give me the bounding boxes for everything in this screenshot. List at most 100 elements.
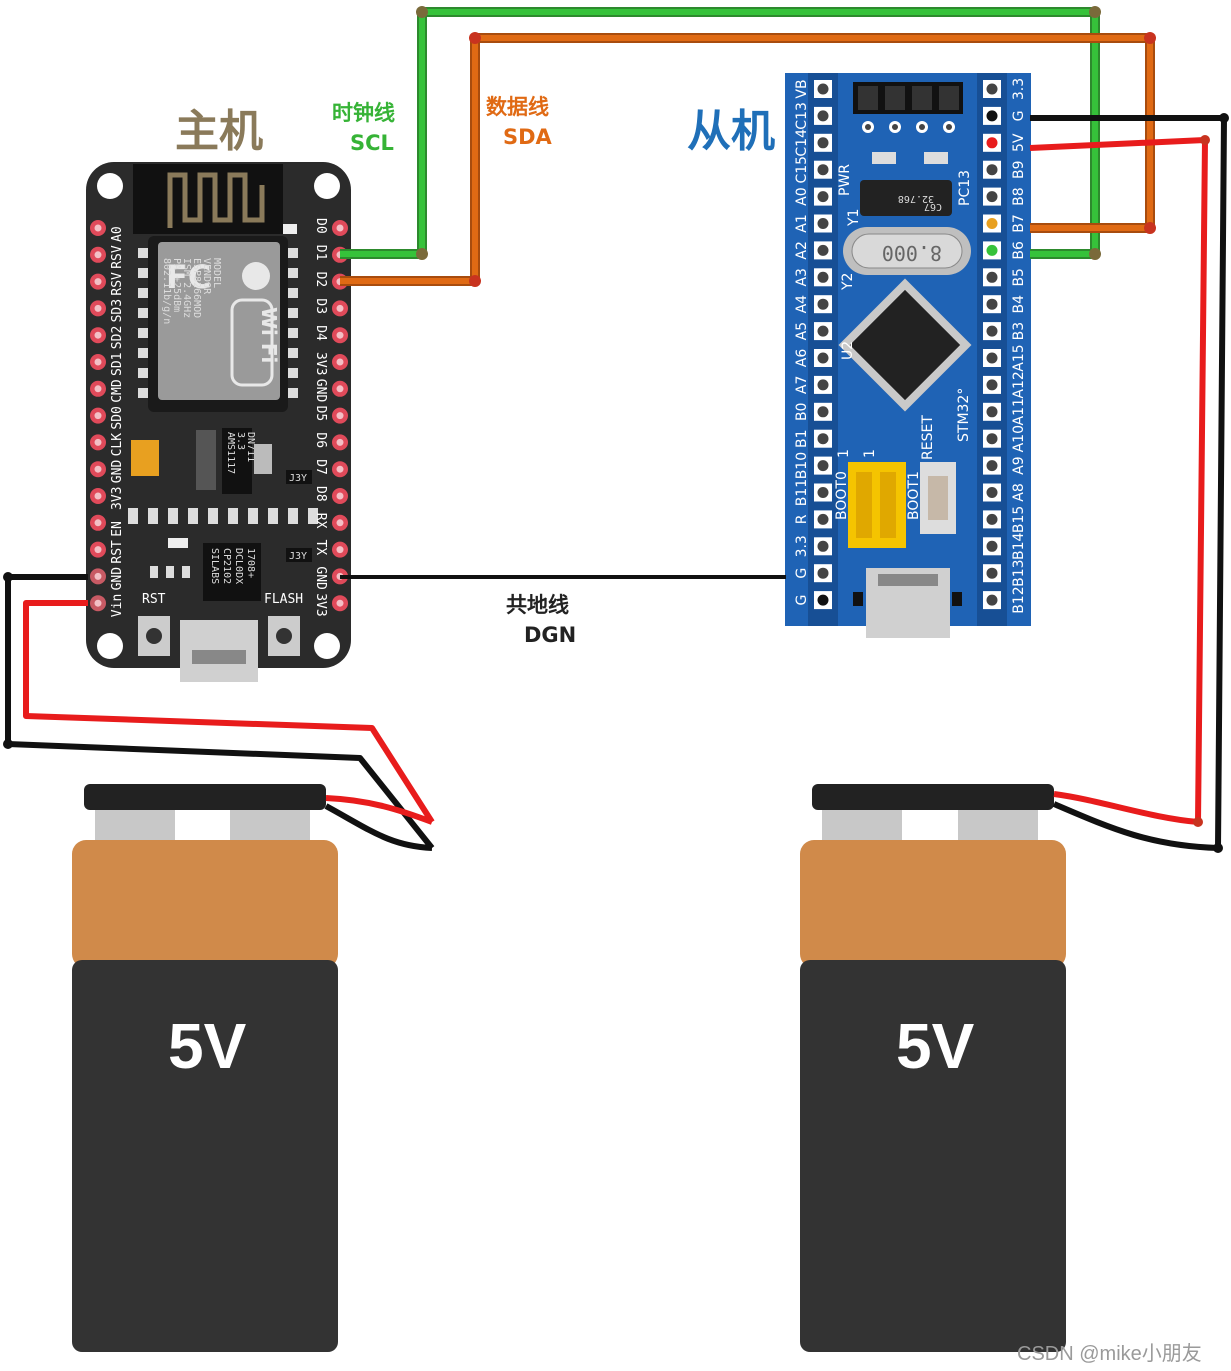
battery-terminal-icon <box>822 810 902 840</box>
pin-hole <box>986 110 998 122</box>
stm-left-pin-label: A7 <box>794 376 810 394</box>
esp-left-pin-label: GND <box>110 567 125 591</box>
swd-pin <box>939 86 959 110</box>
jumper-1-label: 1 <box>836 449 852 458</box>
stm-right-pin-label: G <box>1011 110 1027 121</box>
junction-dot <box>416 248 428 260</box>
esp-left-pin-label: SD2 <box>110 326 125 349</box>
main-crystal-inner <box>851 233 963 269</box>
pin-hole <box>336 331 344 339</box>
pin-hole <box>817 513 829 525</box>
module-text-line: 802.11b/g/n <box>161 258 172 324</box>
module-text-line: PA +25dBm <box>171 258 182 312</box>
esp-right-pin-label: D0 <box>313 218 328 234</box>
pin-hole <box>817 83 829 95</box>
stm-micro-usb-slot <box>878 574 938 586</box>
data-line-label: 数据线 <box>486 95 549 119</box>
pin-hole <box>817 594 829 606</box>
pin-hole <box>94 304 102 312</box>
pin-hole <box>986 567 998 579</box>
pin-hole <box>94 358 102 366</box>
pin-hole <box>94 438 102 446</box>
stm-right-pin-label: 5V <box>1011 133 1027 152</box>
stm-right-pin-label: B14 <box>1011 532 1027 560</box>
scl-label: SCL <box>350 131 394 155</box>
esp-left-pin-label: SD0 <box>110 406 125 429</box>
pin-hole <box>817 244 829 256</box>
smd-part <box>168 538 188 548</box>
scl-wire <box>340 9 1098 257</box>
module-text-line: ESP8266MOD <box>191 258 202 318</box>
pin-hole <box>94 331 102 339</box>
pin-hole <box>817 487 829 498</box>
mounting-hole <box>314 173 340 199</box>
esp-left-pin-label: CLK <box>110 433 125 457</box>
pin-hole <box>817 271 829 283</box>
pin-hole <box>336 519 344 527</box>
esp-right-pin-label: TX <box>313 540 328 556</box>
stm-right-pin-label: B9 <box>1011 160 1027 179</box>
stm-right-pin-label: A12 <box>1011 371 1027 398</box>
stm-right-pin-label: B5 <box>1011 268 1027 287</box>
stm-left-pin-label: VB <box>794 79 810 98</box>
stm32-label: STM32° <box>956 388 972 442</box>
pc13-led <box>924 152 948 164</box>
module-pad <box>138 348 148 358</box>
pwr-label: PWR <box>837 164 853 196</box>
swd-pin <box>885 86 905 110</box>
pin-hole <box>986 271 998 283</box>
module-pads <box>138 248 298 398</box>
y1-label: Y1 <box>846 209 862 227</box>
junction-dot <box>1089 248 1101 260</box>
pin-hole <box>817 540 829 552</box>
stm-right-pin-label: B6 <box>1011 241 1027 260</box>
junction-dot <box>1089 6 1101 18</box>
junction-dot <box>1219 113 1229 123</box>
jumper-1-label-2: 1 <box>862 449 878 458</box>
usb-chip-text-line: DCL0DX <box>233 548 244 584</box>
mounting-hole <box>314 633 340 659</box>
right-battery-red-lead <box>1053 791 1199 825</box>
pin-hole <box>986 433 998 445</box>
pin-hole <box>336 385 344 393</box>
u2-label: U2 <box>840 341 856 360</box>
left-battery-red-lead <box>325 795 434 825</box>
pin-hole <box>817 110 829 122</box>
esp-left-pin-label: EN <box>110 521 125 537</box>
wire-junctions <box>3 6 1229 853</box>
boot1-jumper[interactable] <box>880 472 896 538</box>
slave-title: 从机 <box>687 106 775 157</box>
pin-hole <box>94 519 102 527</box>
battery-top-band <box>72 840 338 968</box>
wires <box>5 7 1227 851</box>
module-pad <box>288 308 298 318</box>
esp-left-pin-label: GND <box>110 460 125 484</box>
pin-hole <box>986 325 998 337</box>
battery-right: 5V <box>800 784 1066 1352</box>
smd-part <box>853 592 863 606</box>
stm-right-pin-label: A15 <box>1011 344 1027 371</box>
stm32-board: VBC13C14C15A0A1A2A3A4A5A6A7B0B1B10B11R3.… <box>785 73 1031 638</box>
module-pad <box>138 308 148 318</box>
y2-label: Y2 <box>840 273 856 291</box>
junction-dot <box>3 739 13 749</box>
boot0-jumper[interactable] <box>856 472 872 538</box>
regulator-chip <box>222 428 252 494</box>
smd-resistor <box>168 508 178 524</box>
module-pad <box>138 248 148 258</box>
pin-hole <box>94 546 102 554</box>
esp-left-pin-label: RSV <box>110 272 125 296</box>
pin-hole <box>986 540 998 552</box>
rst-button-label: RST <box>142 592 166 607</box>
junction-dot <box>469 275 481 287</box>
battery-cap <box>84 784 326 810</box>
module-pad <box>288 388 298 398</box>
pin-hole <box>919 124 925 130</box>
esp-left-pin-label: Vin <box>110 594 125 617</box>
mounting-hole <box>97 633 123 659</box>
pin-hole <box>817 460 829 472</box>
pin-hole <box>986 244 998 256</box>
small-chip-label: J3Y <box>289 473 307 484</box>
pin-hole <box>817 298 829 310</box>
